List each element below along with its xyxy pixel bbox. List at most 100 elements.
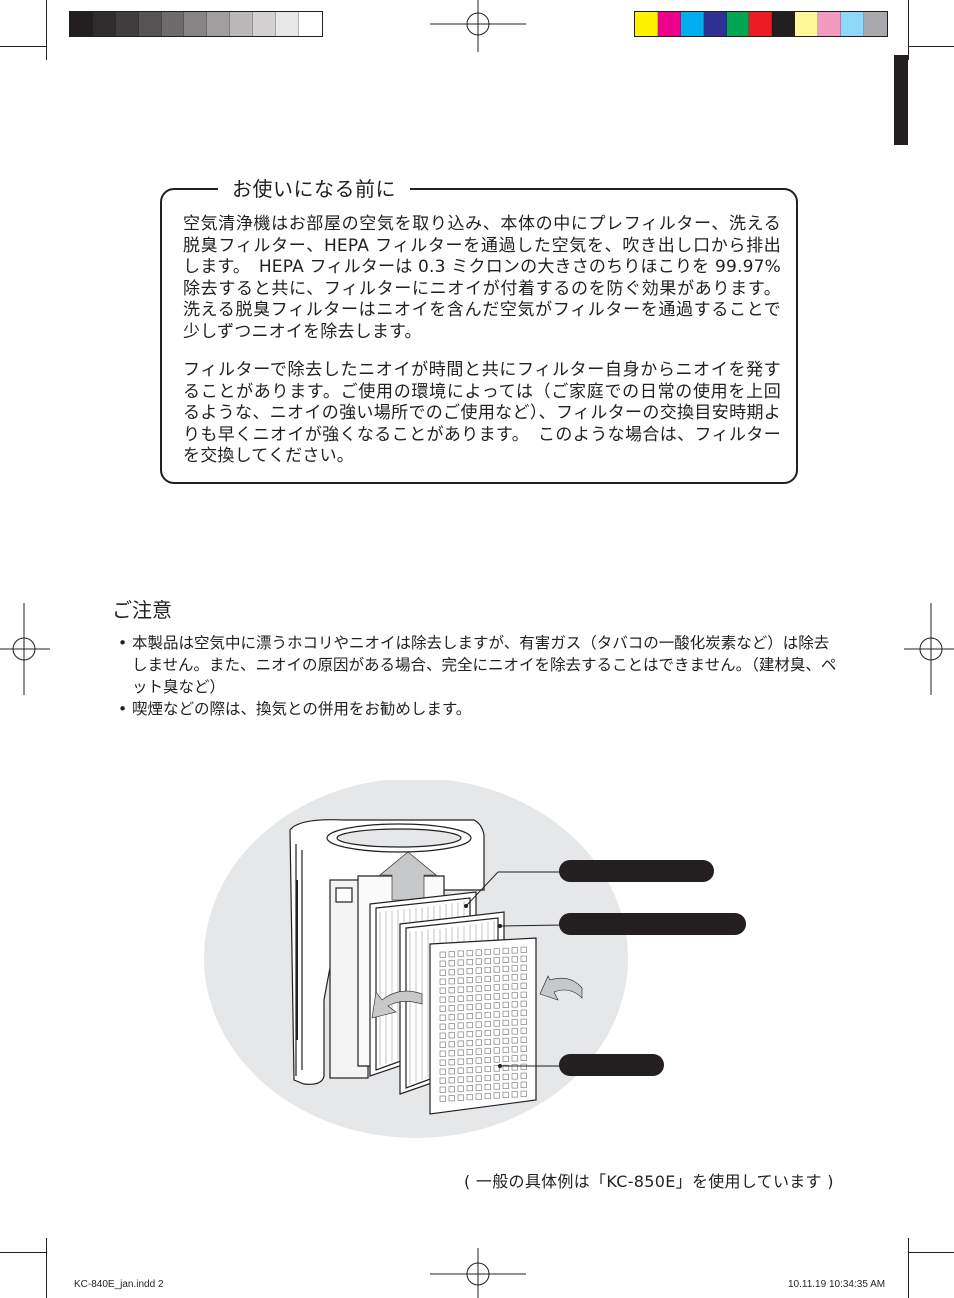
mesh-cell	[493, 948, 500, 955]
mesh-cell	[457, 1085, 464, 1092]
color-swatch	[772, 12, 796, 36]
mesh-cell	[520, 1018, 527, 1025]
mesh-cell	[520, 1072, 527, 1079]
mesh-cell	[502, 974, 509, 981]
mesh-cell	[439, 960, 446, 967]
caution-item-text: 喫煙などの際は、換気との併用をお勧めします。	[132, 700, 472, 718]
mesh-cell	[511, 992, 518, 999]
mesh-cell	[448, 969, 455, 976]
mesh-cell	[466, 959, 473, 966]
mesh-cell	[520, 991, 527, 998]
color-swatch	[635, 12, 658, 36]
mesh-cell	[484, 1020, 491, 1028]
color-swatch	[92, 12, 116, 36]
process-color-bar	[634, 11, 888, 37]
mesh-cell	[448, 1086, 455, 1093]
mesh-cell	[511, 1091, 518, 1098]
mesh-cell	[439, 1005, 446, 1012]
timestamp-slug: 10.11.19 10:34:35 AM	[788, 1279, 886, 1290]
mesh-cell	[493, 1047, 500, 1054]
mesh-cell	[439, 987, 446, 994]
mesh-cell	[475, 1048, 482, 1055]
registration-mark-top	[430, 0, 526, 52]
caution-item-text: 本製品は空気中に漂うホコリやニオイは除去しますが、有害ガス（タバコの一酸化炭素な…	[132, 634, 837, 696]
mesh-cell	[475, 985, 482, 992]
airflow-left-arrow-icon	[371, 990, 423, 1019]
mesh-cell	[466, 1022, 473, 1029]
color-swatch	[841, 12, 864, 36]
mesh-cell	[493, 1065, 500, 1072]
airflow-up-arrow-icon	[379, 851, 437, 901]
color-swatch	[863, 12, 887, 36]
mesh-cell	[439, 1023, 446, 1030]
mesh-cell	[448, 987, 455, 994]
mesh-cell	[475, 1093, 482, 1100]
mesh-cell	[457, 1022, 464, 1029]
mesh-cell	[484, 1083, 491, 1091]
mesh-cell	[448, 1005, 455, 1012]
mesh-cell	[502, 947, 509, 954]
pre-filter	[429, 937, 537, 1115]
air-purifier-filter-illustration	[204, 780, 628, 1138]
mesh-cell	[439, 951, 446, 958]
color-swatch	[657, 12, 681, 36]
mesh-cell	[493, 1002, 500, 1009]
mesh-cell	[439, 1086, 446, 1093]
mesh-cell	[475, 958, 482, 965]
mesh-cell	[502, 965, 509, 972]
mesh-cell	[475, 1084, 482, 1091]
mesh-cell	[448, 1014, 455, 1021]
mesh-cell	[484, 1002, 491, 1010]
mesh-cell	[448, 960, 455, 967]
mesh-cell	[493, 1038, 500, 1045]
mesh-cell	[475, 1030, 482, 1037]
mesh-cell	[502, 1037, 509, 1044]
mesh-cell	[475, 1057, 482, 1064]
mesh-cell	[457, 968, 464, 975]
mesh-cell	[493, 957, 500, 964]
mesh-cell	[511, 1064, 518, 1071]
color-swatch	[184, 12, 208, 36]
caution-title: ご注意	[112, 598, 172, 622]
grayscale-color-bar	[69, 11, 323, 37]
mesh-cell	[466, 1094, 473, 1101]
mesh-cell	[520, 1009, 527, 1016]
mesh-cell	[457, 1076, 464, 1083]
mesh-cell	[511, 965, 518, 972]
mesh-cell	[466, 968, 473, 975]
mesh-cell	[466, 1040, 473, 1047]
mesh-cell	[511, 1046, 518, 1053]
mesh-cell	[493, 1020, 500, 1027]
mesh-cell	[457, 1049, 464, 1056]
mesh-cell	[484, 966, 491, 974]
mesh-cell	[475, 1012, 482, 1019]
mesh-cell	[475, 1039, 482, 1046]
mesh-cell	[484, 984, 491, 992]
mesh-cell	[502, 983, 509, 990]
mesh-cell	[493, 1083, 500, 1090]
mesh-cell	[439, 996, 446, 1003]
mesh-cell	[457, 1067, 464, 1074]
mesh-cell	[502, 1001, 509, 1008]
intro-paragraph-2: フィルターで除去したニオイが時間と共にフィルター自身からニオイを発することがあり…	[183, 360, 781, 466]
mesh-cell	[466, 977, 473, 984]
mesh-cell	[520, 1090, 527, 1097]
mesh-cell	[493, 1056, 500, 1063]
intro-box	[160, 188, 798, 484]
mesh-cell	[466, 986, 473, 993]
mesh-cell	[466, 1058, 473, 1065]
color-swatch	[298, 12, 322, 36]
mesh-cell	[511, 1055, 518, 1062]
mesh-cell	[439, 1041, 446, 1048]
mesh-cell	[475, 1066, 482, 1073]
color-swatch	[115, 12, 139, 36]
file-slug: KC-840E_jan.indd 2	[74, 1279, 164, 1290]
mesh-cell	[457, 959, 464, 966]
mesh-cell	[448, 1032, 455, 1039]
color-swatch	[230, 12, 254, 36]
mesh-cell	[466, 1049, 473, 1056]
mesh-cell	[502, 1055, 509, 1062]
mesh-cell	[493, 1029, 500, 1036]
mesh-cell	[466, 1067, 473, 1074]
mesh-cell	[457, 986, 464, 993]
